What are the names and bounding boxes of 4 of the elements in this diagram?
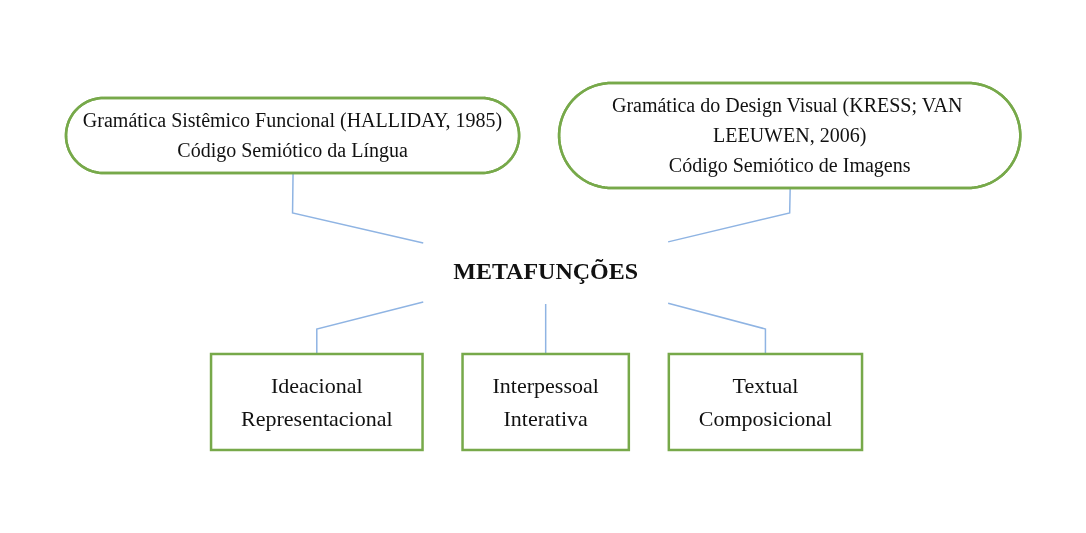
node-box: Interpessoal Interativa <box>461 352 630 452</box>
node-box: Ideacional Representacional <box>209 352 424 452</box>
node-text: METAFUNÇÕES <box>453 257 638 284</box>
node-box: Textual Composicional <box>667 352 864 452</box>
